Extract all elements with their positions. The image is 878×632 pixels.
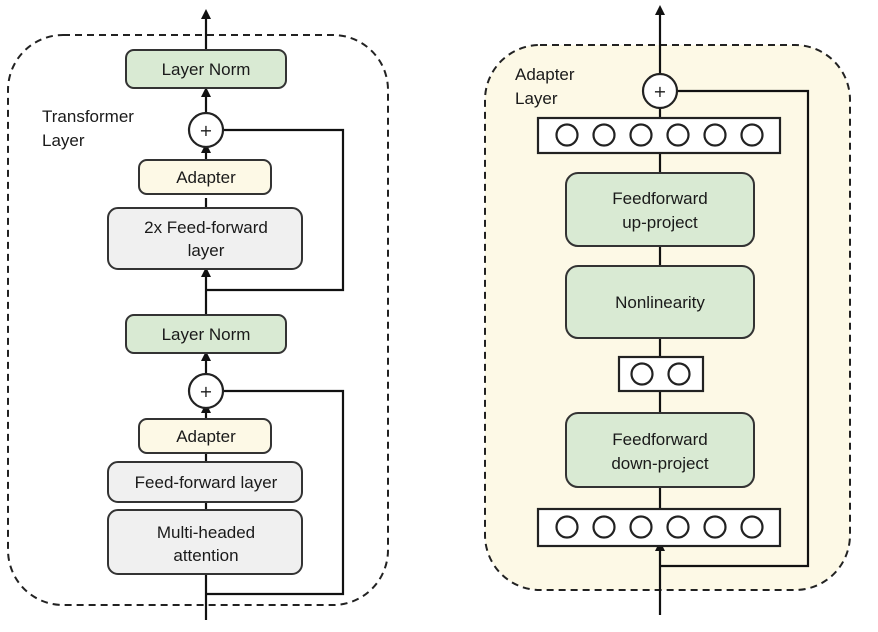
output-neuron-5 (703, 123, 727, 147)
input-neuron-2 (592, 515, 616, 539)
top-plus-symbol: + (199, 121, 212, 140)
output-neuron-1 (555, 123, 579, 147)
adapter-layer-caption-line2: Layer (515, 89, 558, 108)
mha-label-line1: Multi-headed (157, 523, 255, 542)
output-neuron-6 (740, 123, 764, 147)
top-adapter-block (138, 159, 272, 195)
bottleneck-neuron-2 (667, 362, 691, 386)
output-neuron-2 (592, 123, 616, 147)
output-neuron-3 (629, 123, 653, 147)
adapter-addition-node (641, 72, 679, 110)
nonlinearity-block (565, 265, 755, 339)
adapter-skip-connection (660, 89, 810, 568)
bottleneck-neuron-1 (630, 362, 654, 386)
input-neuron-6 (740, 515, 764, 539)
adapter-plus-symbol: + (653, 82, 666, 101)
bottom-adapter-label: Adapter (176, 427, 236, 446)
feed-forward-2x-block (107, 207, 303, 270)
top-addition-node (187, 111, 225, 149)
ffn-2x-label-line1: 2x Feed-forward (144, 218, 268, 237)
input-neuron-5 (703, 515, 727, 539)
output-neuron-4 (666, 123, 690, 147)
feed-forward-layer-block (107, 461, 303, 503)
input-neuron-3 (629, 515, 653, 539)
transformer-layer-panel: Transformer Layer Multi-headed attention… (7, 9, 389, 620)
bottom-addition-node (187, 372, 225, 410)
ffn-2x-label-line2: layer (188, 241, 225, 260)
bottom-plus-symbol: + (199, 382, 212, 401)
top-layer-norm-block (125, 49, 287, 89)
adapter-layer-caption-line1: Adapter (515, 65, 575, 84)
up-project-label-line1: Feedforward (612, 189, 707, 208)
multi-headed-attention-block (107, 509, 303, 575)
feedforward-down-project-block (565, 412, 755, 488)
bottom-adapter-block (138, 418, 272, 454)
nonlinearity-label: Nonlinearity (615, 293, 705, 312)
transformer-layer-caption-line2: Layer (42, 131, 85, 150)
ffn-layer-label: Feed-forward layer (135, 473, 278, 492)
top-adapter-label: Adapter (176, 168, 236, 187)
input-neuron-4 (666, 515, 690, 539)
bottom-skip-connection (206, 389, 345, 596)
mha-label-line2: attention (173, 546, 238, 565)
top-layer-norm-label: Layer Norm (162, 60, 251, 79)
transformer-layer-caption-line1: Transformer (42, 107, 134, 126)
down-project-label-line2: down-project (611, 454, 709, 473)
top-skip-connection (206, 128, 345, 292)
middle-layer-norm-label: Layer Norm (162, 325, 251, 344)
transformer-layer-border (7, 34, 389, 606)
adapter-layer-panel: Adapter Layer Feedforward down-project N… (484, 5, 851, 615)
up-project-label-line2: up-project (622, 213, 698, 232)
input-neuron-1 (555, 515, 579, 539)
feedforward-up-project-block (565, 172, 755, 247)
middle-layer-norm-block (125, 314, 287, 354)
down-project-label-line1: Feedforward (612, 430, 707, 449)
